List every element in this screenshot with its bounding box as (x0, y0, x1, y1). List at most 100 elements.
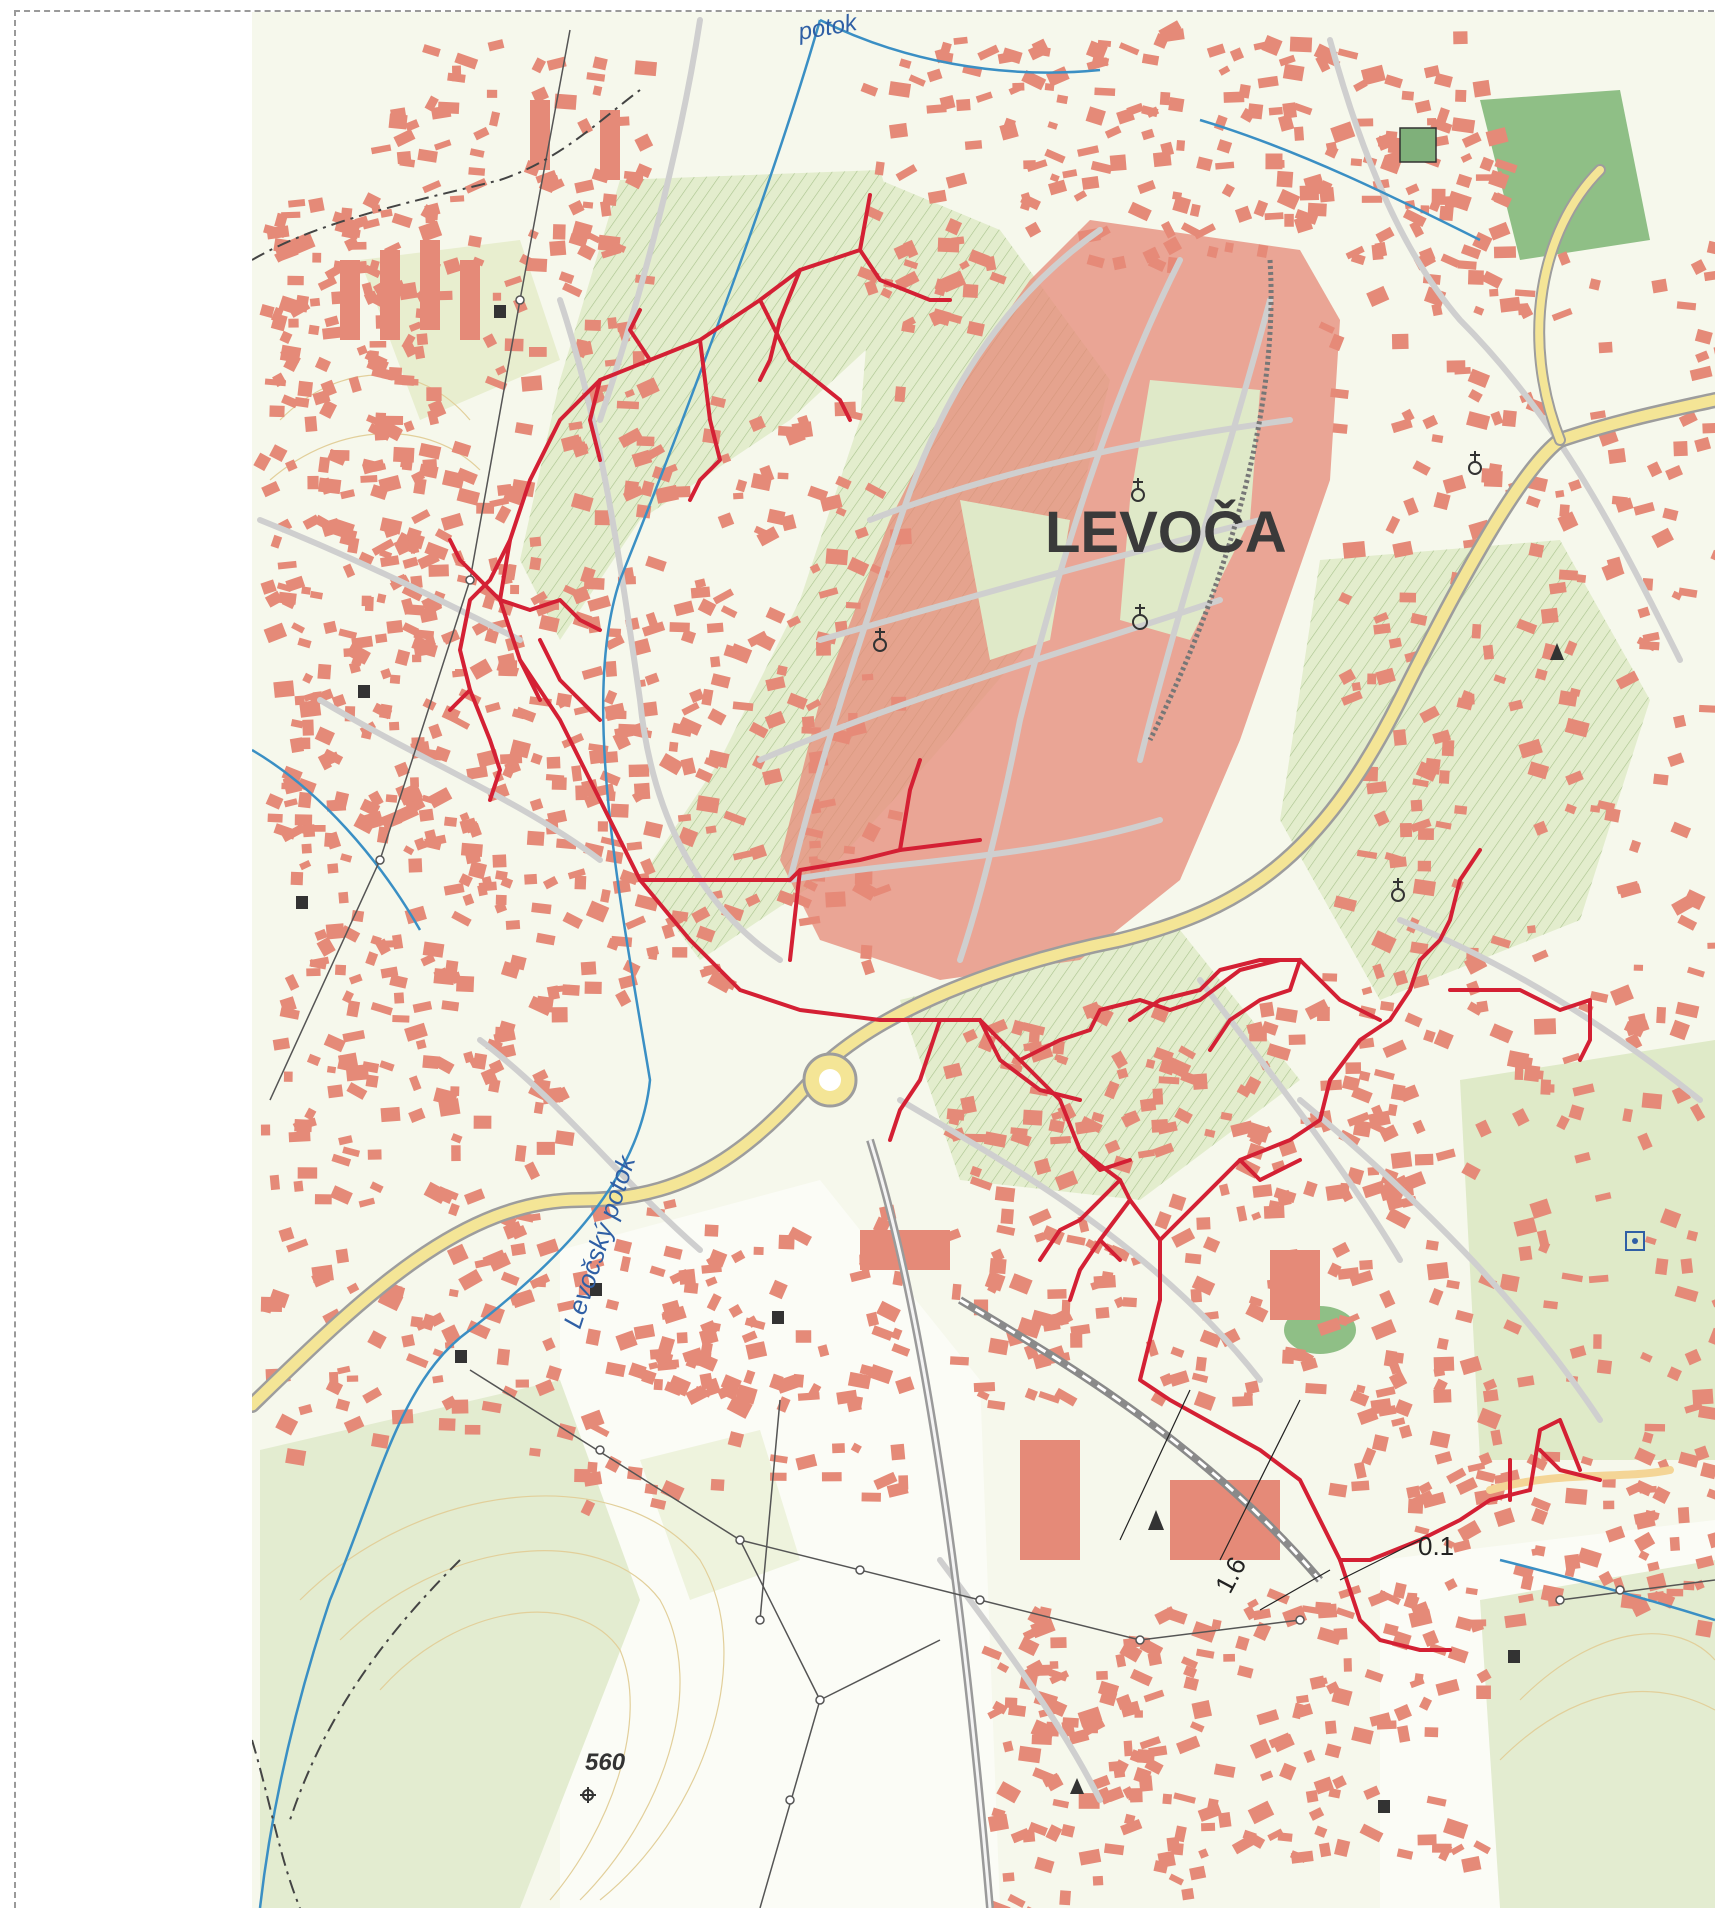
building (1564, 803, 1577, 815)
building (645, 555, 667, 572)
building (1543, 1300, 1559, 1310)
building (1673, 441, 1688, 457)
building (1666, 1588, 1684, 1597)
elevation-point-icon (580, 1787, 596, 1803)
building (1293, 102, 1313, 116)
building (1002, 1872, 1015, 1882)
building (529, 798, 544, 812)
building (273, 823, 297, 840)
building (728, 1303, 743, 1318)
building (1045, 1824, 1063, 1843)
building (1414, 99, 1432, 114)
building (710, 1478, 725, 1491)
building (551, 1007, 568, 1023)
building (1461, 131, 1482, 148)
building (953, 36, 968, 45)
building (1328, 1482, 1348, 1498)
building (1433, 1367, 1446, 1377)
building (1446, 360, 1466, 373)
building (410, 1316, 423, 1328)
building (1454, 805, 1468, 815)
building (509, 1289, 534, 1306)
building (1568, 479, 1582, 492)
building (365, 1074, 379, 1088)
building (1264, 212, 1284, 221)
building (1410, 818, 1432, 833)
building (369, 341, 387, 348)
building (402, 556, 419, 569)
building (1503, 1319, 1522, 1335)
building (345, 642, 371, 665)
building (992, 1700, 1008, 1715)
building (279, 330, 293, 344)
building (1531, 1507, 1549, 1525)
building (309, 590, 324, 600)
building (1373, 810, 1390, 827)
building (976, 1389, 990, 1401)
building (583, 577, 605, 590)
building (263, 622, 288, 644)
building (356, 345, 368, 356)
building (425, 216, 436, 224)
building (372, 702, 393, 720)
building (536, 602, 558, 617)
building (1324, 1743, 1342, 1759)
building (700, 1320, 718, 1337)
building (275, 1413, 299, 1436)
building (1433, 1389, 1452, 1403)
building (1399, 1084, 1420, 1103)
building (348, 376, 362, 393)
building (605, 1361, 626, 1378)
building (1154, 1606, 1177, 1625)
building (707, 708, 727, 726)
building (397, 782, 423, 806)
building (466, 765, 489, 780)
building (903, 259, 919, 270)
building (288, 1131, 311, 1143)
building (720, 1374, 742, 1394)
building (316, 936, 336, 957)
dimension-label-2: 0.1 (1418, 1531, 1454, 1561)
building (434, 528, 453, 543)
building (405, 527, 422, 544)
building (1290, 1850, 1314, 1864)
building (1211, 1619, 1222, 1630)
town-label: LEVOČA (1045, 500, 1287, 565)
sports-field-icon (1399, 127, 1645, 1251)
building (1018, 1636, 1040, 1657)
building (663, 1199, 677, 1210)
building (332, 211, 344, 224)
building (1366, 285, 1390, 307)
building (1022, 1109, 1043, 1126)
building (441, 629, 459, 643)
building (1490, 935, 1512, 949)
building (488, 1059, 505, 1075)
building (721, 903, 745, 922)
power-pylon (735, 1535, 745, 1545)
building (1030, 1617, 1056, 1639)
building (1418, 247, 1436, 264)
power-pylon (1135, 1635, 1145, 1645)
building (514, 422, 534, 436)
building (1525, 495, 1541, 508)
building (1695, 350, 1710, 363)
building (1024, 1387, 1038, 1401)
building (1605, 1525, 1626, 1543)
building (469, 148, 485, 158)
building (327, 863, 339, 874)
building (269, 1174, 281, 1191)
building (1574, 1152, 1591, 1164)
building (358, 1197, 376, 1208)
tower-icon (1070, 643, 1564, 1794)
building (1374, 241, 1388, 258)
building (1418, 828, 1434, 841)
building (1068, 1728, 1090, 1745)
building (670, 486, 691, 498)
building (279, 1007, 300, 1020)
building (1678, 587, 1698, 598)
building (381, 415, 404, 426)
building (1338, 668, 1357, 685)
building (634, 60, 658, 77)
building (1094, 87, 1116, 97)
building (1097, 1680, 1120, 1699)
